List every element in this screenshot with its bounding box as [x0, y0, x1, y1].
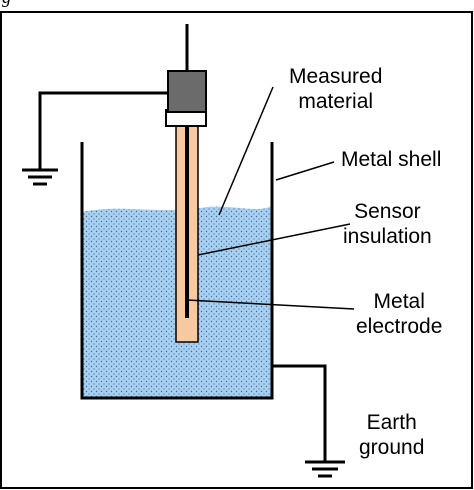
label-metal-electrode: Metal electrode [356, 290, 443, 338]
earth-ground-wire [272, 364, 327, 461]
figure-caption-fragment: g [2, 0, 11, 8]
leader-measured-material [218, 86, 274, 216]
leader-metal-shell [275, 161, 335, 181]
connector-body [167, 70, 207, 113]
label-earth-ground: Earth ground [359, 411, 425, 459]
sensor-ground-icon [22, 168, 58, 186]
outer-frame [0, 11, 473, 489]
earth-ground-icon [305, 460, 345, 478]
leader-metal-electrode [186, 299, 355, 310]
leader-sensor-insulation [197, 223, 351, 256]
label-measured-material: Measured material [289, 65, 383, 113]
sensor-ground-wire [38, 91, 168, 169]
label-metal-shell: Metal shell [341, 148, 442, 171]
metal-shell [80, 142, 274, 400]
label-sensor-insulation: Sensor insulation [343, 200, 432, 248]
